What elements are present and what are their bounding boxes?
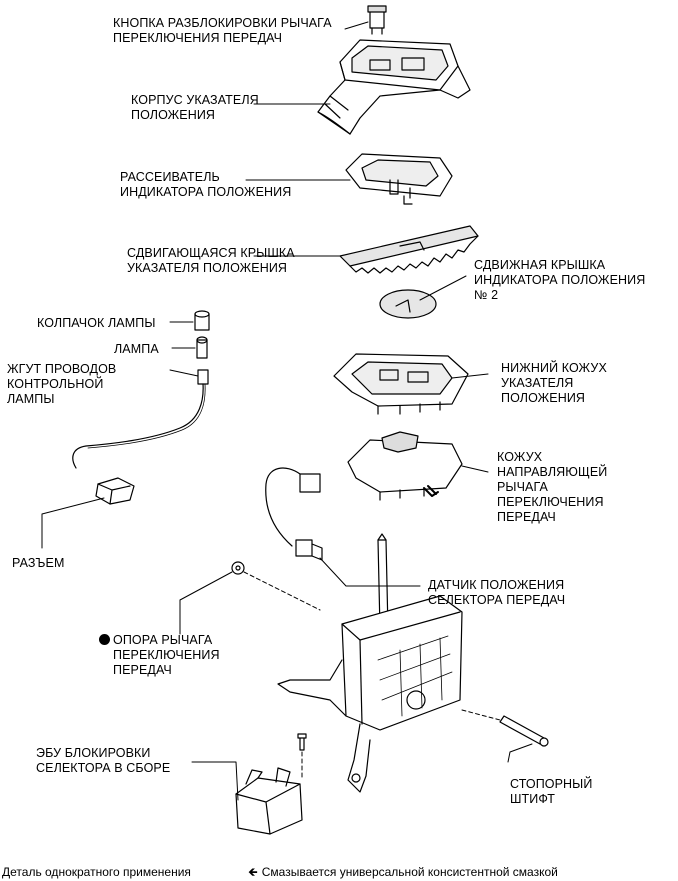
lower-housing-part bbox=[333, 353, 469, 415]
single-use-marker bbox=[99, 634, 110, 645]
label-sliding-cover: СДВИГАЮЩАЯСЯ КРЫШКА УКАЗАТЕЛЯ ПОЛОЖЕНИЯ bbox=[127, 246, 295, 275]
label-lamp-harness: ЖГУТ ПРОВОДОВ КОНТРОЛЬНОЙ ЛАМПЫ bbox=[7, 362, 117, 406]
indicator-housing-part bbox=[317, 39, 471, 135]
guide-housing-part bbox=[347, 431, 463, 501]
lamp-cap-part bbox=[194, 310, 210, 331]
label-lower-housing: НИЖНИЙ КОЖУХ УКАЗАТЕЛЯ ПОЛОЖЕНИЯ bbox=[501, 361, 607, 405]
label-indicator-diffuser: РАССЕИВАТЕЛЬ ИНДИКАТОРА ПОЛОЖЕНИЯ bbox=[120, 170, 292, 199]
lever-support-part bbox=[231, 561, 245, 575]
leader-lines bbox=[41, 21, 533, 801]
connector-part bbox=[95, 477, 135, 505]
lamp-harness-part bbox=[72, 369, 209, 469]
ecu-assembly-part bbox=[235, 767, 303, 835]
label-unlock-button: КНОПКА РАЗБЛОКИРОВКИ РЫЧАГА ПЕРЕКЛЮЧЕНИЯ… bbox=[113, 16, 332, 45]
stop-pin-part bbox=[499, 715, 549, 747]
label-lamp: ЛАМПА bbox=[114, 342, 159, 356]
legend-grease: 🡸Смазывается универсальной консистентной… bbox=[248, 865, 558, 879]
sliding-cover-2-part bbox=[379, 289, 437, 319]
unlock-button-part bbox=[367, 5, 387, 35]
label-lamp-cap: КОЛПАЧОК ЛАМПЫ bbox=[37, 316, 156, 330]
label-guide-housing: КОЖУХ НАПРАВЛЯЮЩЕЙ РЫЧАГА ПЕРЕКЛЮЧЕНИЯ П… bbox=[497, 450, 608, 524]
selector-base-part bbox=[277, 595, 463, 793]
grease-arrow-icon: 🡸 bbox=[248, 865, 258, 879]
label-indicator-housing: КОРПУС УКАЗАТЕЛЯ ПОЛОЖЕНИЯ bbox=[131, 93, 259, 122]
label-stop-pin: СТОПОРНЫЙ ШТИФТ bbox=[510, 777, 593, 806]
bolt-part bbox=[297, 733, 307, 751]
label-lever-support-text: ОПОРА РЫЧАГА ПЕРЕКЛЮЧЕНИЯ ПЕРЕДАЧ bbox=[113, 633, 220, 677]
label-sliding-cover-2: СДВИЖНАЯ КРЫШКА ИНДИКАТОРА ПОЛОЖЕНИЯ № 2 bbox=[474, 258, 646, 302]
legend-single-use: Деталь однократного применения bbox=[2, 865, 191, 879]
label-connector: РАЗЪЕМ bbox=[12, 556, 65, 570]
indicator-diffuser-part bbox=[345, 153, 453, 205]
sliding-cover-part bbox=[339, 225, 479, 274]
lamp-part bbox=[196, 336, 208, 359]
label-lever-support: ОПОРА РЫЧАГА ПЕРЕКЛЮЧЕНИЯ ПЕРЕДАЧ bbox=[99, 633, 220, 678]
label-ecu-assembly: ЭБУ БЛОКИРОВКИ СЕЛЕКТОРА В СБОРЕ bbox=[36, 746, 171, 775]
position-sensor-part bbox=[265, 467, 323, 561]
legend-grease-text: Смазывается универсальной консистентной … bbox=[261, 865, 558, 879]
label-position-sensor: ДАТЧИК ПОЛОЖЕНИЯ СЕЛЕКТОРА ПЕРЕДАЧ bbox=[428, 578, 566, 607]
